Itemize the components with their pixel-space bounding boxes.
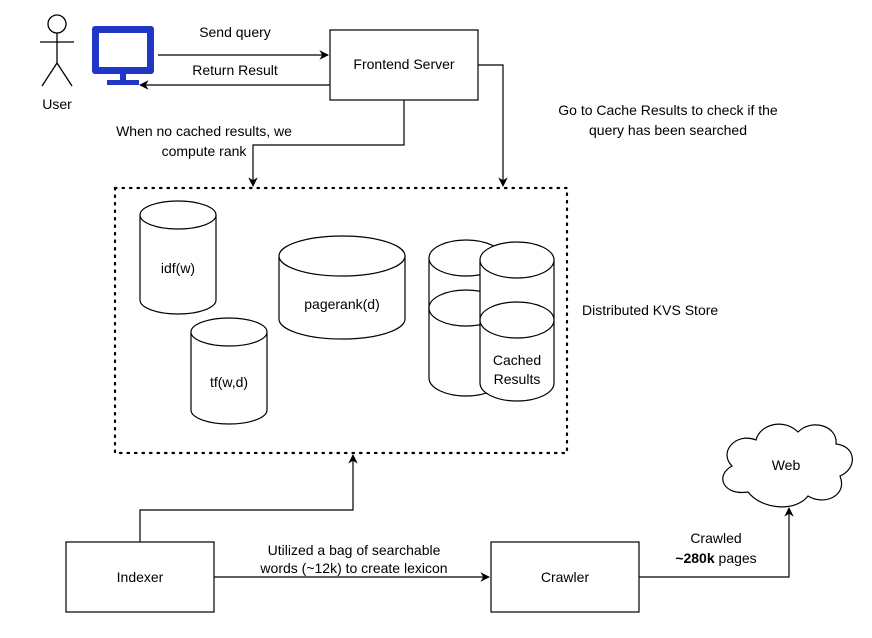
- crawler-box: [490, 541, 640, 613]
- idf-table-cylinder: [139, 200, 217, 315]
- indexer-edge-label-line1: Utilized a bag of searchable: [268, 542, 441, 558]
- indexer-edge-label-line2: words (~12k) to create lexicon: [259, 560, 447, 576]
- idf-label: idf(w): [161, 260, 195, 276]
- tf-table-cylinder: [190, 317, 268, 425]
- indexer-to-store-arrow: [139, 454, 358, 542]
- kvs-store-container: [113, 186, 569, 455]
- frontend-server-label: Frontend Server: [353, 56, 454, 72]
- crawler-to-web-arrow: [639, 507, 794, 578]
- cached-results-label-line2: Results: [494, 371, 541, 387]
- crawled-suffix: pages: [715, 550, 757, 566]
- frontend-server-box: [329, 29, 479, 101]
- web-cloud-shape: [722, 423, 853, 508]
- indexer-label: Indexer: [117, 569, 164, 585]
- crawler-label: Crawler: [541, 569, 590, 585]
- crawled-count: ~280k: [675, 550, 715, 566]
- kvs-store-label: Distributed KVS Store: [582, 302, 718, 318]
- no-cache-label-line2: compute rank: [162, 143, 248, 159]
- cache-check-label-line2: query has been searched: [589, 122, 747, 138]
- cached-results-label-line1: Cached: [493, 352, 541, 368]
- monitor-icon: [92, 26, 154, 85]
- web-label: Web: [772, 457, 801, 473]
- return-result-label: Return Result: [192, 62, 278, 78]
- crawled-label-line2: ~280k pages: [675, 550, 756, 566]
- cache-check-arrow: [478, 64, 508, 187]
- no-cache-label-line1: When no cached results, we: [116, 123, 292, 139]
- cache-check-label-line1: Go to Cache Results to check if the: [558, 102, 778, 118]
- cached-results-cylinders: [428, 239, 555, 402]
- crawled-label-line1: Crawled: [690, 530, 741, 546]
- compute-rank-arrow: [248, 100, 405, 187]
- indexer-box: [65, 541, 215, 613]
- user-stick-figure-icon: [40, 14, 74, 87]
- pagerank-label: pagerank(d): [304, 296, 380, 312]
- user-label: User: [42, 96, 72, 112]
- tf-label: tf(w,d): [210, 374, 248, 390]
- send-query-label: Send query: [199, 24, 271, 40]
- pagerank-table-cylinder: [278, 235, 406, 340]
